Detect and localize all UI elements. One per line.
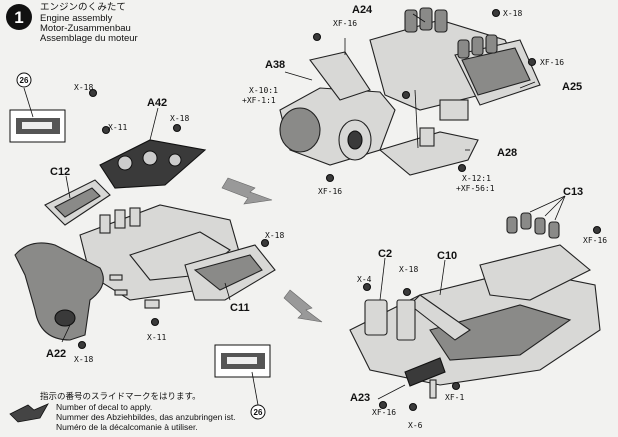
step-title-de: Motor-Zusammenbau [40, 23, 131, 34]
color-xf16-top: XF-16 [333, 19, 357, 28]
decal-sheet-icon [9, 403, 49, 423]
part-a22 [14, 242, 104, 341]
small-pins [109, 274, 160, 309]
step-number: 1 [14, 8, 23, 27]
color-x18-c2: X-18 [399, 265, 418, 274]
color-x10-mix: X-10:1 [249, 86, 278, 95]
label-a25: A25 [562, 81, 582, 93]
label-c13: C13 [563, 186, 583, 198]
central-engine [79, 204, 276, 301]
color-xf16-c13: XF-16 [583, 236, 607, 245]
label-a22: A22 [46, 348, 66, 360]
color-x18-center: X-18 [265, 231, 284, 240]
leader-lines [61, 13, 566, 400]
label-a28: A28 [497, 147, 517, 159]
step-header: 1 エンジンのくみたて Engine assembly Motor-Zusamm… [6, 2, 138, 44]
label-a42: A42 [147, 97, 167, 109]
decal-box-bottom: 26 [214, 344, 271, 420]
color-x4: X-4 [357, 275, 372, 284]
mount-plate-a28 [378, 127, 479, 176]
color-x18-a42: X-18 [170, 114, 189, 123]
part-c12 [44, 179, 111, 226]
head-cover-a42 [99, 139, 207, 189]
step-title-en: Engine assembly [40, 13, 113, 24]
decal-box-top: 26 [9, 72, 66, 143]
color-xf16-right: XF-16 [540, 58, 564, 67]
label-a23: A23 [350, 392, 370, 404]
direction-arrow-lower [283, 289, 323, 323]
decal-note: 指示の番号のスライドマークをはります。 Number of decal to a… [9, 391, 236, 432]
color-x11-a42: X-11 [108, 123, 127, 132]
label-c10: C10 [437, 250, 457, 262]
note-jp: 指示の番号のスライドマークをはります。 [40, 391, 201, 401]
color-x18-top-right: X-18 [503, 9, 522, 18]
decal-number-top: 26 [20, 76, 29, 85]
decal-number-bottom: 26 [254, 408, 263, 417]
color-xf56-mix: +XF-56:1 [456, 184, 495, 193]
direction-arrow-upper [221, 177, 273, 205]
intake-assembly [369, 7, 541, 121]
step-title-fr: Assemblage du moteur [40, 33, 138, 44]
paint-drop-markers [77, 8, 602, 412]
step-title-jp: エンジンのくみたて [40, 2, 126, 13]
color-x6: X-6 [408, 421, 423, 430]
label-a24: A24 [352, 4, 373, 16]
intake-trumpets [404, 7, 498, 59]
decal-number-badge-top [16, 72, 32, 88]
color-x18-a22: X-18 [74, 355, 93, 364]
note-fr: Numéro de la décalcomanie à utiliser. [56, 422, 198, 432]
note-en: Number of decal to apply. [56, 402, 152, 412]
color-xf1-mix: +XF-1:1 [242, 96, 276, 105]
color-x18-decal: X-18 [74, 83, 93, 92]
color-x11-bottom: X-11 [147, 333, 166, 342]
final-engine [349, 212, 601, 399]
engine-block-a38 [279, 51, 396, 166]
label-c2: C2 [378, 248, 392, 260]
label-c11: C11 [230, 302, 250, 314]
label-c12: C12 [50, 166, 70, 178]
label-a38: A38 [265, 59, 285, 71]
step-number-badge [6, 4, 32, 30]
note-de: Nummer des Abziehbildes, das anzubringen… [56, 412, 236, 422]
color-x12-mix: X-12:1 [462, 174, 491, 183]
color-xf16-a38: XF-16 [318, 187, 342, 196]
color-xf16-a23: XF-16 [372, 408, 396, 417]
color-xf1-bottom: XF-1 [445, 393, 464, 402]
